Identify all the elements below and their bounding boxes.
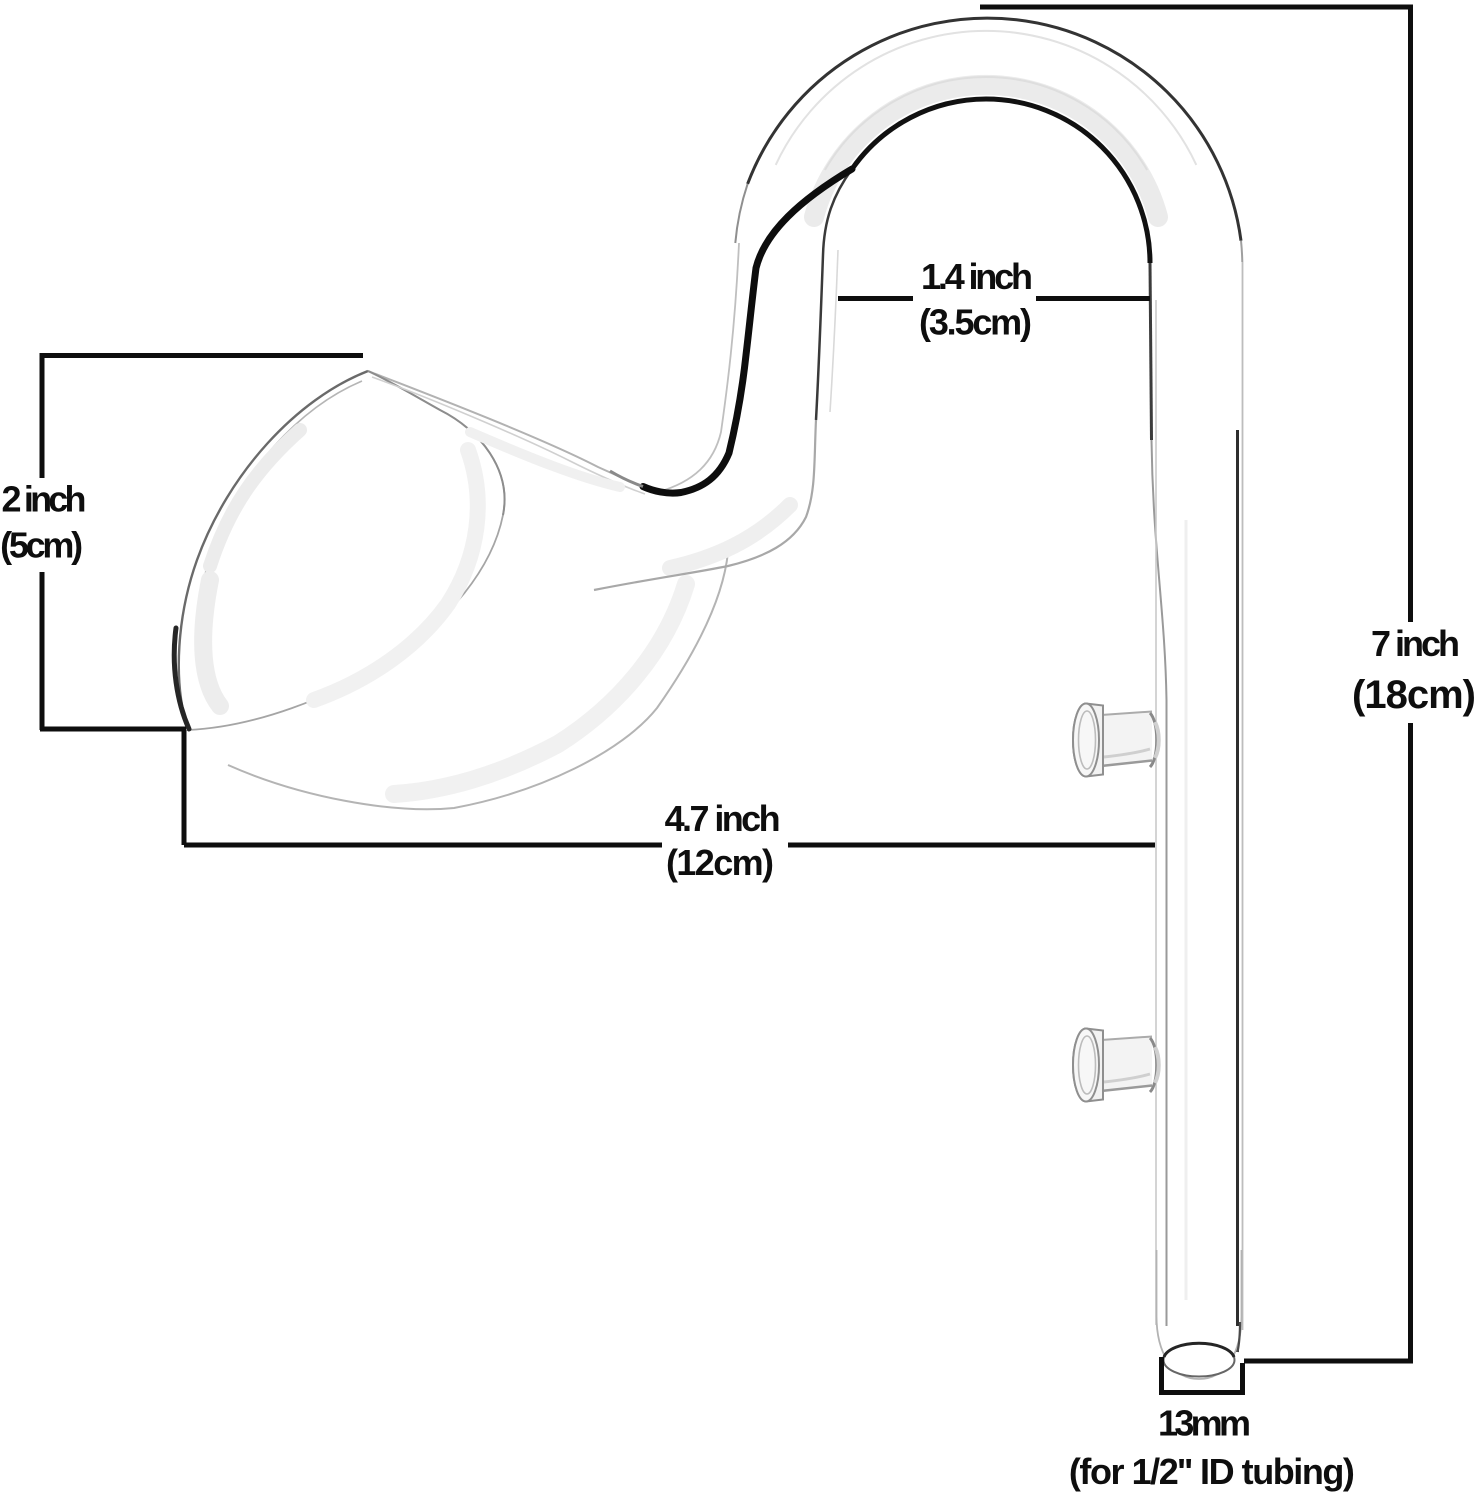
svg-text:2 inch: 2 inch bbox=[2, 479, 87, 520]
svg-text:(5cm): (5cm) bbox=[0, 525, 83, 566]
svg-text:(12cm): (12cm) bbox=[666, 842, 774, 883]
svg-text:13mm: 13mm bbox=[1158, 1403, 1251, 1444]
svg-text:(for 1/2'' ID tubing): (for 1/2'' ID tubing) bbox=[1069, 1451, 1355, 1492]
svg-text:(3.5cm): (3.5cm) bbox=[919, 302, 1032, 343]
svg-text:(18cm): (18cm) bbox=[1352, 673, 1476, 717]
svg-text:1.4 inch: 1.4 inch bbox=[921, 256, 1033, 297]
svg-text:7 inch: 7 inch bbox=[1371, 623, 1460, 664]
svg-text:4.7 inch: 4.7 inch bbox=[665, 798, 781, 839]
